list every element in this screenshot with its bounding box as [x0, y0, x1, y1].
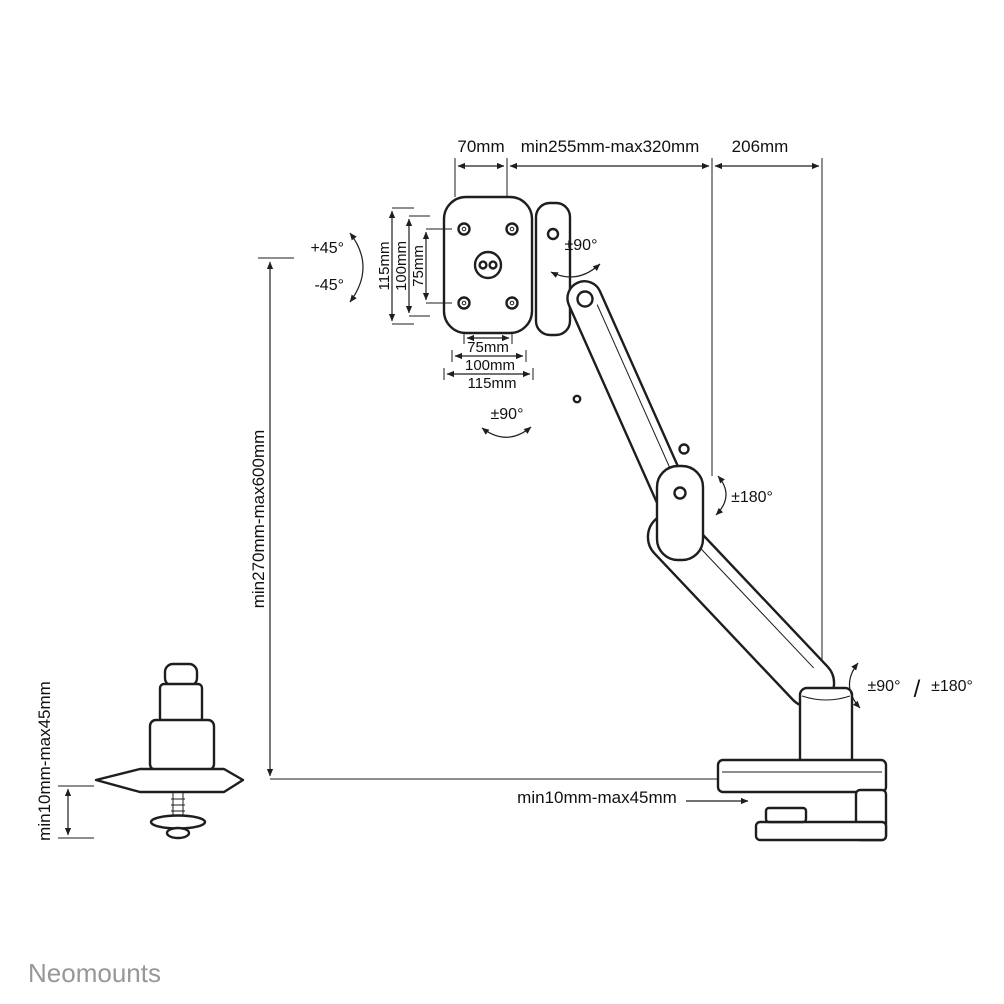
- grommet-body: [148, 718, 216, 772]
- label-height-range: min270mm-max600mm: [249, 430, 268, 609]
- label-head-depth: 70mm: [457, 137, 504, 156]
- quick-release-hub: [473, 250, 503, 280]
- elbow-annotation: ±180°: [715, 475, 773, 516]
- grommet-cap: [163, 662, 199, 688]
- head-bracket: [534, 201, 572, 337]
- base-arc-arrow: [848, 662, 861, 709]
- vesa-hole: [505, 296, 519, 310]
- label-tilt-up: +45°: [310, 240, 344, 257]
- grommet-nut: [165, 826, 191, 840]
- label-clamp-range: min10mm-max45mm: [517, 788, 677, 807]
- label-grommet-range: min10mm-max45mm: [35, 681, 54, 841]
- label-arm-length: 206mm: [732, 137, 789, 156]
- label-tilt-down: -45°: [314, 277, 344, 294]
- head-joint: [576, 290, 594, 308]
- grommet-mount: [94, 662, 245, 840]
- base-cap-line: [801, 695, 851, 701]
- rotate-arc-arrow: [481, 426, 532, 438]
- elbow-joint: [655, 464, 705, 562]
- vesa-hole: [505, 222, 519, 236]
- head-swivel-annotation: ±90°: [550, 237, 601, 278]
- elbow-arc-arrow: [715, 475, 727, 516]
- grommet-plate: [94, 767, 245, 794]
- grommet-dimension: min10mm-max45mm: [35, 681, 94, 841]
- tilt-annotation: +45° -45°: [310, 232, 364, 303]
- vesa-dimensions: 115mm 100mm 75mm 75mm 100mm 115mm: [376, 207, 534, 392]
- head-rotate-annotation: ±90°: [481, 406, 532, 438]
- label-elbow-rotate: ±180°: [731, 489, 773, 506]
- swivel-arc-arrow: [550, 263, 601, 278]
- arm-assembly: [534, 201, 888, 842]
- label-base-swivel: ±90°: [868, 678, 901, 695]
- vesa-hole: [457, 296, 471, 310]
- tilt-arc-arrow: [349, 232, 364, 303]
- grommet-pole: [158, 682, 204, 724]
- label-head-swivel: ±90°: [565, 237, 598, 254]
- label-base-rotate: ±180°: [931, 678, 973, 695]
- label-vesa-h-100: 100mm: [465, 357, 515, 374]
- top-dimension: 70mm min255mm-max320mm 206mm: [454, 137, 823, 176]
- label-vesa-h-75: 75mm: [467, 339, 509, 356]
- clamp-bottom-arm: [754, 820, 888, 842]
- rotation-separator: /: [914, 676, 921, 703]
- vesa-plate: [442, 195, 534, 335]
- arm-pin: [572, 394, 582, 404]
- height-dimension: min270mm-max600mm: [249, 261, 274, 777]
- label-vesa-v-115: 115mm: [376, 242, 393, 291]
- label-vesa-h-115: 115mm: [468, 375, 517, 392]
- grommet-wing-nut: [149, 814, 207, 830]
- label-vesa-v-75: 75mm: [410, 245, 427, 287]
- brand-logo: Neomounts: [28, 958, 161, 988]
- elbow-pin: [673, 486, 687, 500]
- extension-lines: [258, 172, 823, 780]
- label-head-rotate: ±90°: [491, 406, 524, 423]
- swivel-pin: [546, 227, 560, 241]
- clamp-top-plate: [716, 758, 888, 794]
- vesa-hole: [457, 222, 471, 236]
- label-extension-range: min255mm-max320mm: [521, 137, 700, 156]
- label-vesa-v-100: 100mm: [393, 241, 410, 291]
- clamp-dimension: min10mm-max45mm: [517, 788, 749, 807]
- spring-pin: [678, 443, 690, 455]
- clamp-pad: [764, 806, 808, 824]
- base-rotation-annotation: ±90° / ±180°: [848, 662, 973, 709]
